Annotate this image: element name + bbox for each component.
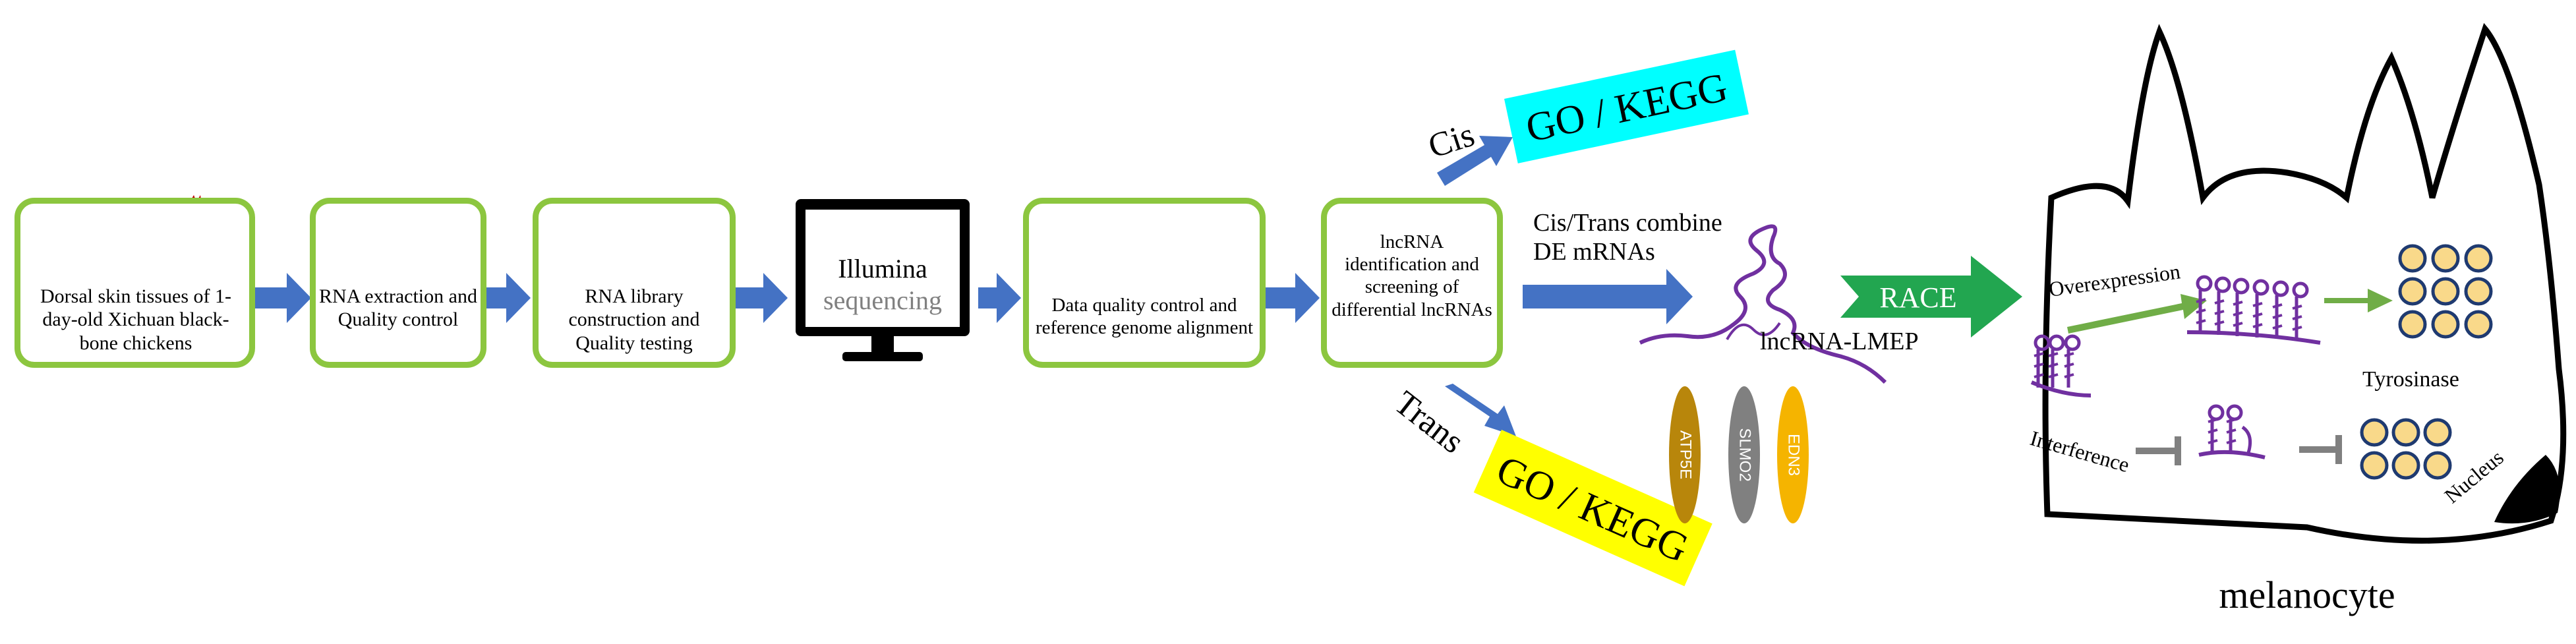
step-box-6 xyxy=(1321,198,1503,368)
interference-inhibit-symbol-2 xyxy=(2299,435,2342,464)
step-box-5 xyxy=(1023,198,1266,368)
tyrosinase-dot xyxy=(2464,244,2493,273)
combine-label-line1: Cis/Trans combine xyxy=(1533,209,1722,237)
flow-arrow-trans xyxy=(1445,384,1516,436)
lncrna-label: lncRNA-LMEP xyxy=(1760,328,1919,355)
tyrosinase-dot xyxy=(2398,244,2427,273)
tyrosinase-dot xyxy=(2431,277,2460,306)
tyrosinase-dot xyxy=(2423,451,2452,480)
flow-arrow-1 xyxy=(254,273,311,323)
gene-group: ATP5E SLMO2 EDN3 xyxy=(1669,386,1809,523)
tyrosinase-dot xyxy=(2464,310,2493,339)
tyrosinase-dot xyxy=(2431,310,2460,339)
flow-arrow-cis xyxy=(1437,136,1513,186)
tyrosinase-cluster-top xyxy=(2398,244,2493,339)
overexpression-arrow-2 xyxy=(2324,289,2393,312)
tyrosinase-dot xyxy=(2391,418,2420,447)
trans-label: Trans xyxy=(1388,384,1471,461)
tyrosinase-dot xyxy=(2423,418,2452,447)
flow-arrow-5 xyxy=(1263,273,1320,323)
tyrosinase-cluster-bottom xyxy=(2360,418,2452,480)
step-box-3 xyxy=(533,198,736,368)
monitor-icon xyxy=(796,199,970,361)
overexpression-arrow xyxy=(2067,294,2207,334)
step-box-2 xyxy=(310,198,486,368)
tyrosinase-dot xyxy=(2360,451,2389,480)
gene-label-atp5e: ATP5E xyxy=(1677,430,1695,479)
step6-text: lncRNA identification and screening of d… xyxy=(1332,231,1492,320)
gene-ellipse-edn3 xyxy=(1777,386,1809,523)
tyrosinase-dot xyxy=(2398,277,2427,306)
tyrosinase-label: Tyrosinase xyxy=(2362,367,2459,392)
tyrosinase-dot xyxy=(2431,244,2460,273)
tyrosinase-dot xyxy=(2464,277,2493,306)
step4-sub: sequencing xyxy=(823,285,942,315)
nucleus-shape xyxy=(2494,455,2560,524)
tyrosinase-dot xyxy=(2391,451,2420,480)
race-arrow: RACE xyxy=(1840,256,2022,337)
combine-label-line2: DE mRNAs xyxy=(1533,238,1655,266)
cell-rna-group xyxy=(2030,275,2321,459)
race-label: RACE xyxy=(1879,281,1956,314)
flow-arrow-combine xyxy=(1523,269,1693,324)
step2-text: RNA extraction and Quality control xyxy=(319,285,477,331)
step1-text: Dorsal skin tissues of 1-day-old Xichuan… xyxy=(40,285,231,354)
flow-arrows xyxy=(254,136,1693,436)
flow-arrow-3 xyxy=(733,273,788,323)
step5-text: Data quality control and reference genom… xyxy=(1035,295,1254,339)
interference-inhibit-symbol xyxy=(2136,436,2181,465)
tyrosinase-dot xyxy=(2360,418,2389,447)
go-kegg-cis-box: GO / KEGG xyxy=(1504,49,1749,163)
step3-text: RNA library construction and Quality tes… xyxy=(568,285,700,354)
gene-ellipse-atp5e xyxy=(1669,386,1701,523)
gene-label-edn3: EDN3 xyxy=(1785,434,1803,476)
step-box-1 xyxy=(15,198,255,368)
melanocyte-label: melanocyte xyxy=(2219,573,2395,616)
lncrna-lmep-icon xyxy=(1639,224,1887,384)
step4-title: Illumina xyxy=(838,254,927,283)
tyrosinase-dot xyxy=(2398,310,2427,339)
flow-arrow-2 xyxy=(484,273,531,323)
gene-ellipse-slmo2 xyxy=(1728,386,1760,523)
flow-arrow-4 xyxy=(978,273,1021,323)
gene-label-slmo2: SLMO2 xyxy=(1736,428,1754,481)
